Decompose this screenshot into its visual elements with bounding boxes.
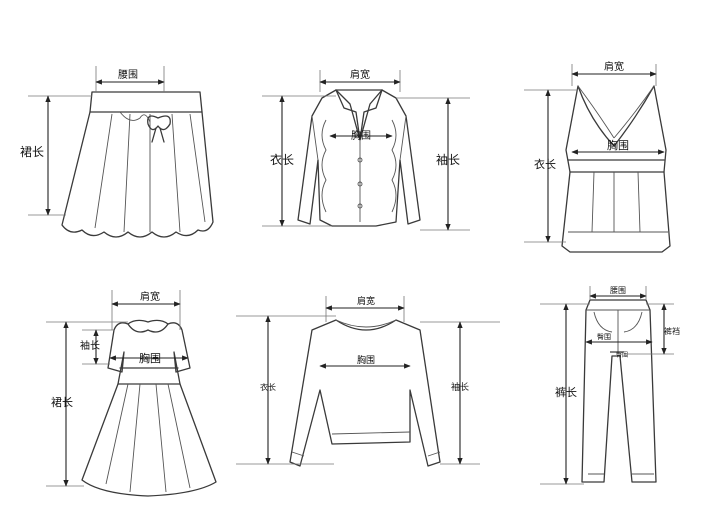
- pants-length-dimension: 裤长: [540, 303, 590, 485]
- pants-panel: 腰围 臀围 臀围 裤裆 裤长: [540, 286, 680, 485]
- vest-drawing: [561, 85, 671, 253]
- pants-waist-dimension: 腰围: [589, 286, 647, 300]
- sweater-length-label: 衣长: [260, 382, 276, 392]
- pants-drawing: [581, 299, 657, 483]
- vest-chest-dimension: 胸围: [571, 138, 665, 155]
- pants-crotch-label: 裤裆: [664, 326, 680, 336]
- vest-shoulder-dimension: 肩宽: [571, 60, 657, 86]
- pants-hip-dimension: 臀围: [585, 333, 653, 345]
- skirt-panel: 腰围 裙长: [20, 66, 214, 238]
- jacket-length-dimension: 衣长: [262, 95, 336, 227]
- sweater-panel: 肩宽 胸围 衣长 袖长: [236, 295, 500, 467]
- skirt-length-label: 裙长: [20, 145, 44, 159]
- sweater-sleeve-dimension: 袖长: [420, 321, 500, 465]
- bow-icon: [147, 115, 171, 143]
- jacket-drawing: [297, 89, 421, 227]
- sweater-sleeve-label: 袖长: [451, 381, 469, 393]
- vest-panel: 肩宽 胸围 衣长: [524, 60, 671, 253]
- vest-length-label: 衣长: [534, 157, 556, 171]
- sweater-chest-dimension: 胸围: [319, 354, 411, 369]
- skirt-drawing: [61, 91, 214, 238]
- pants-rise-label: 臀围: [616, 352, 628, 359]
- sweater-shoulder-dimension: 肩宽: [325, 295, 405, 322]
- pants-length-label: 裤长: [555, 385, 577, 399]
- vest-chest-label: 胸围: [607, 138, 629, 152]
- pants-waist-label: 腰围: [610, 286, 626, 295]
- jacket-shoulder-dimension: 肩宽: [319, 68, 401, 92]
- sweater-drawing: [289, 319, 441, 467]
- sweater-shoulder-label: 肩宽: [357, 295, 375, 307]
- dress-chest-dimension: 胸围: [109, 351, 189, 365]
- dress-panel: 肩宽 袖长 胸围 裙长: [46, 290, 217, 497]
- dress-shoulder-label: 肩宽: [140, 290, 160, 303]
- dress-length-label: 裙长: [51, 396, 73, 409]
- pants-crotch-dimension: 裤裆: [624, 303, 680, 355]
- pants-hip-label: 臀围: [597, 333, 611, 341]
- skirt-waist-dimension: 腰围: [95, 66, 165, 92]
- dress-sleeve-label: 袖长: [80, 339, 100, 352]
- dress-drawing: [81, 319, 217, 497]
- jacket-sleeve-dimension: 袖长: [396, 97, 470, 231]
- vest-shoulder-label: 肩宽: [604, 60, 624, 73]
- dress-shoulder-dimension: 肩宽: [111, 290, 181, 330]
- jacket-chest-label: 胸围: [351, 129, 371, 142]
- vest-length-dimension: 衣长: [524, 89, 578, 243]
- jacket-sleeve-label: 袖长: [436, 152, 460, 167]
- dress-length-dimension: 裙长: [46, 321, 128, 487]
- sweater-length-dimension: 衣长: [236, 315, 336, 465]
- dress-chest-label: 胸围: [139, 351, 161, 365]
- pants-rise-dimension: 臀围: [610, 351, 628, 359]
- jacket-panel: 肩宽 胸围 衣长 袖长: [262, 68, 470, 231]
- skirt-waist-label: 腰围: [118, 69, 138, 81]
- jacket-chest-dimension: 胸围: [329, 129, 393, 142]
- skirt-length-dimension: 裙长: [20, 95, 92, 216]
- jacket-shoulder-label: 肩宽: [350, 68, 370, 81]
- sweater-chest-label: 胸围: [357, 354, 375, 366]
- dress-sleeve-dimension: 袖长: [80, 329, 114, 365]
- jacket-length-label: 衣长: [270, 152, 294, 167]
